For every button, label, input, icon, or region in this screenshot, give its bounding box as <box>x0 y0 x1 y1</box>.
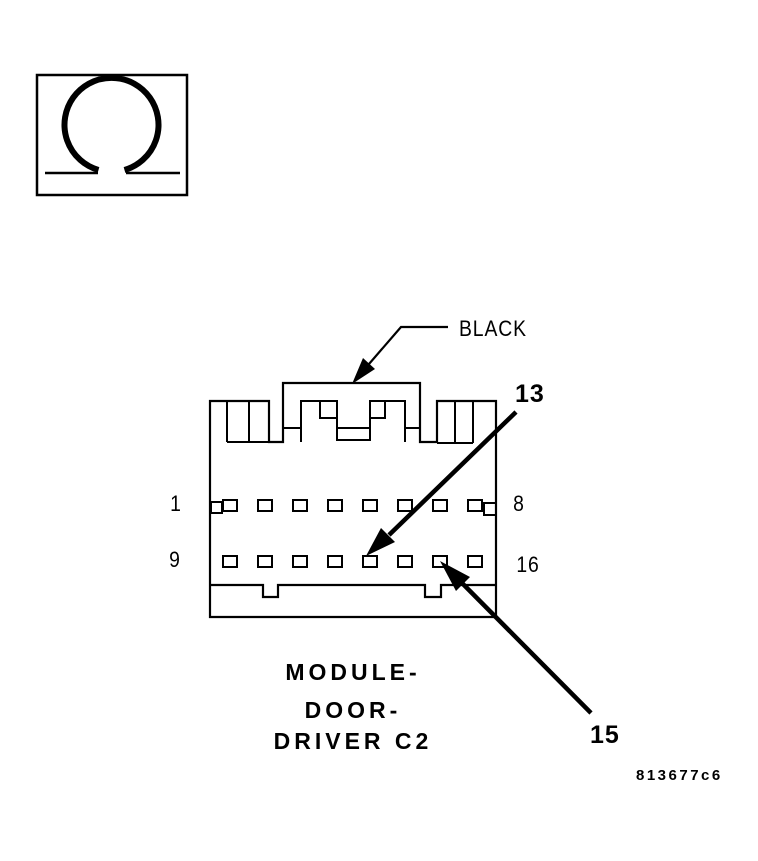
pin-cavity <box>327 499 343 512</box>
leader-line-15 <box>459 580 593 715</box>
connector-title-line-1: MODULE- <box>285 659 421 685</box>
omega-symbol-box <box>35 73 189 197</box>
pin-cavity <box>327 555 343 568</box>
pin-9-label: 9 <box>169 547 181 572</box>
connector-title-line-3: DRIVER C2 <box>273 728 433 754</box>
pin-cavity <box>362 555 378 568</box>
pin-cavity <box>432 555 448 568</box>
pin-cavity <box>397 555 413 568</box>
pin-cavity <box>292 499 308 512</box>
pin-cavity <box>292 555 308 568</box>
arrow-to-housing <box>352 358 375 384</box>
pin-cavity <box>467 499 483 512</box>
pin-1-label: 1 <box>170 491 182 516</box>
housing-comb-details <box>226 401 474 444</box>
pin-cavity <box>257 499 273 512</box>
pin-cavity <box>467 555 483 568</box>
arrow-to-pin-15 <box>440 561 470 591</box>
pin-cavity <box>257 555 273 568</box>
left-key-notch <box>210 501 223 514</box>
pin-16-label: 16 <box>516 552 540 577</box>
pin-cavity <box>222 499 238 512</box>
omega-icon <box>61 74 162 173</box>
leader-line-13 <box>387 410 518 537</box>
callout-15: 15 <box>590 721 620 749</box>
wire-color-label: BLACK <box>459 316 527 341</box>
pin-cavity <box>397 499 413 512</box>
housing-rib-line <box>210 583 496 599</box>
figure-code: 813677c6 <box>636 767 723 784</box>
right-key-notch <box>483 502 497 516</box>
callout-13: 13 <box>515 380 545 408</box>
pin-8-label: 8 <box>513 491 525 516</box>
arrow-to-pin-13 <box>366 528 395 556</box>
pin-cavity <box>222 555 238 568</box>
pin-cavity <box>432 499 448 512</box>
connector-housing-outline <box>208 381 498 619</box>
pin-cavity <box>362 499 378 512</box>
lock-tab-details <box>283 400 420 442</box>
connector-title-line-2: DOOR- <box>304 697 402 723</box>
pin-grid <box>222 499 483 568</box>
black-leader-line <box>368 325 448 365</box>
